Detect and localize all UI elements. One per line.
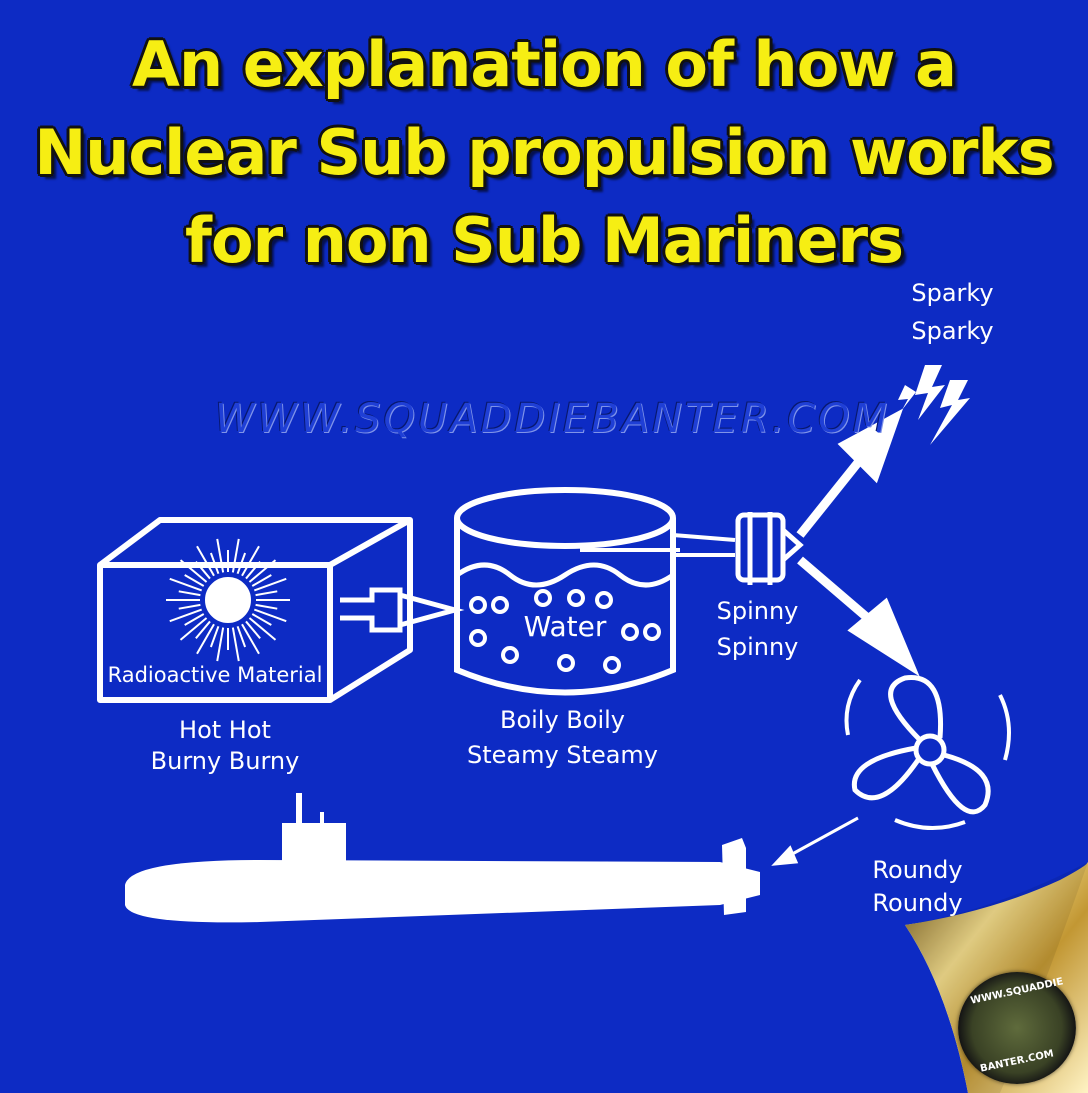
reactor-box [97, 517, 413, 703]
sun-ray [236, 625, 247, 648]
sun-ray [251, 613, 272, 626]
sun-ray [255, 590, 278, 597]
water-bubble [567, 589, 585, 607]
generator-caption-1: Sparky [911, 279, 994, 307]
sun-ray [231, 538, 240, 573]
water-bubble [643, 623, 661, 641]
reactor-caption-2: Burny Burny [150, 747, 300, 775]
water-bubble [469, 596, 487, 614]
sun-ray [209, 552, 220, 575]
water-label: Water [523, 610, 607, 643]
title-line-3: for non Sub Mariners [185, 204, 904, 277]
turbine [735, 512, 804, 585]
sun-ray [178, 590, 201, 597]
sun-ray [248, 559, 277, 583]
squaddie-banter-logo: WWW.SQUADDIE BANTER.COM [958, 972, 1076, 1084]
sun-ray [251, 574, 272, 587]
propeller-caption-2: Roundy [872, 889, 963, 917]
sun-ray [241, 545, 260, 577]
sun-ray [216, 538, 225, 573]
propeller-to-sub-arrow [771, 816, 859, 866]
watermark-text: WWW.SQUADDIEBANTER.COM [215, 396, 891, 442]
sun-ray [195, 620, 211, 639]
sun-ray [236, 552, 247, 575]
submarine-silhouette [125, 793, 760, 923]
turbine-caption-1: Spinny [716, 597, 799, 625]
water-bubble [534, 589, 552, 607]
sun-ray [169, 577, 203, 592]
sun-ray [245, 561, 261, 580]
sun-ray [195, 561, 211, 580]
sun-ray [255, 603, 278, 610]
water-bubble [501, 646, 519, 664]
sun-ray [179, 559, 208, 583]
water-bubble [491, 596, 509, 614]
sun-ray [196, 623, 215, 655]
turbine-to-propeller-arrow [797, 556, 920, 677]
sun-ray [231, 627, 240, 662]
water-bubble [603, 656, 621, 674]
sun-ray [184, 613, 205, 626]
propeller-caption-1: Roundy [872, 856, 963, 884]
propeller-icon [844, 675, 1011, 831]
sun-ray [178, 603, 201, 610]
steam-pipe [672, 533, 736, 557]
sun-ray [184, 574, 205, 587]
water-bubble [621, 623, 639, 641]
water-bubbles [469, 589, 661, 674]
turbine-to-generator-arrow [796, 408, 904, 538]
sun-ray [179, 617, 208, 641]
lightning-icon [898, 365, 970, 445]
generator-caption-2: Sparky [911, 317, 994, 345]
water-bubble [469, 629, 487, 647]
sun-ray [216, 627, 225, 662]
sun-ray [209, 625, 220, 648]
boiler-caption-2: Steamy Steamy [466, 741, 659, 769]
reactor-caption-1: Hot Hot [179, 716, 271, 744]
sun-ray [241, 623, 260, 655]
sun-ray [245, 620, 261, 639]
boiler-drum [454, 487, 680, 696]
water-bubble [557, 654, 575, 672]
title-line-1: An explanation of how a [132, 28, 957, 101]
sun-ray [248, 617, 277, 641]
title-line-2: Nuclear Sub propulsion works [34, 116, 1054, 189]
sun-ray [169, 608, 203, 623]
radiation-sun-icon [166, 538, 290, 662]
reactor-box-label: Radioactive Material [107, 663, 323, 687]
turbine-caption-2: Spinny [716, 633, 799, 661]
water-bubble [595, 591, 613, 609]
sun-ray [253, 608, 287, 623]
boiler-caption-1: Boily Boily [499, 706, 625, 734]
sun-ray [196, 545, 215, 577]
sun-ray [253, 577, 287, 592]
